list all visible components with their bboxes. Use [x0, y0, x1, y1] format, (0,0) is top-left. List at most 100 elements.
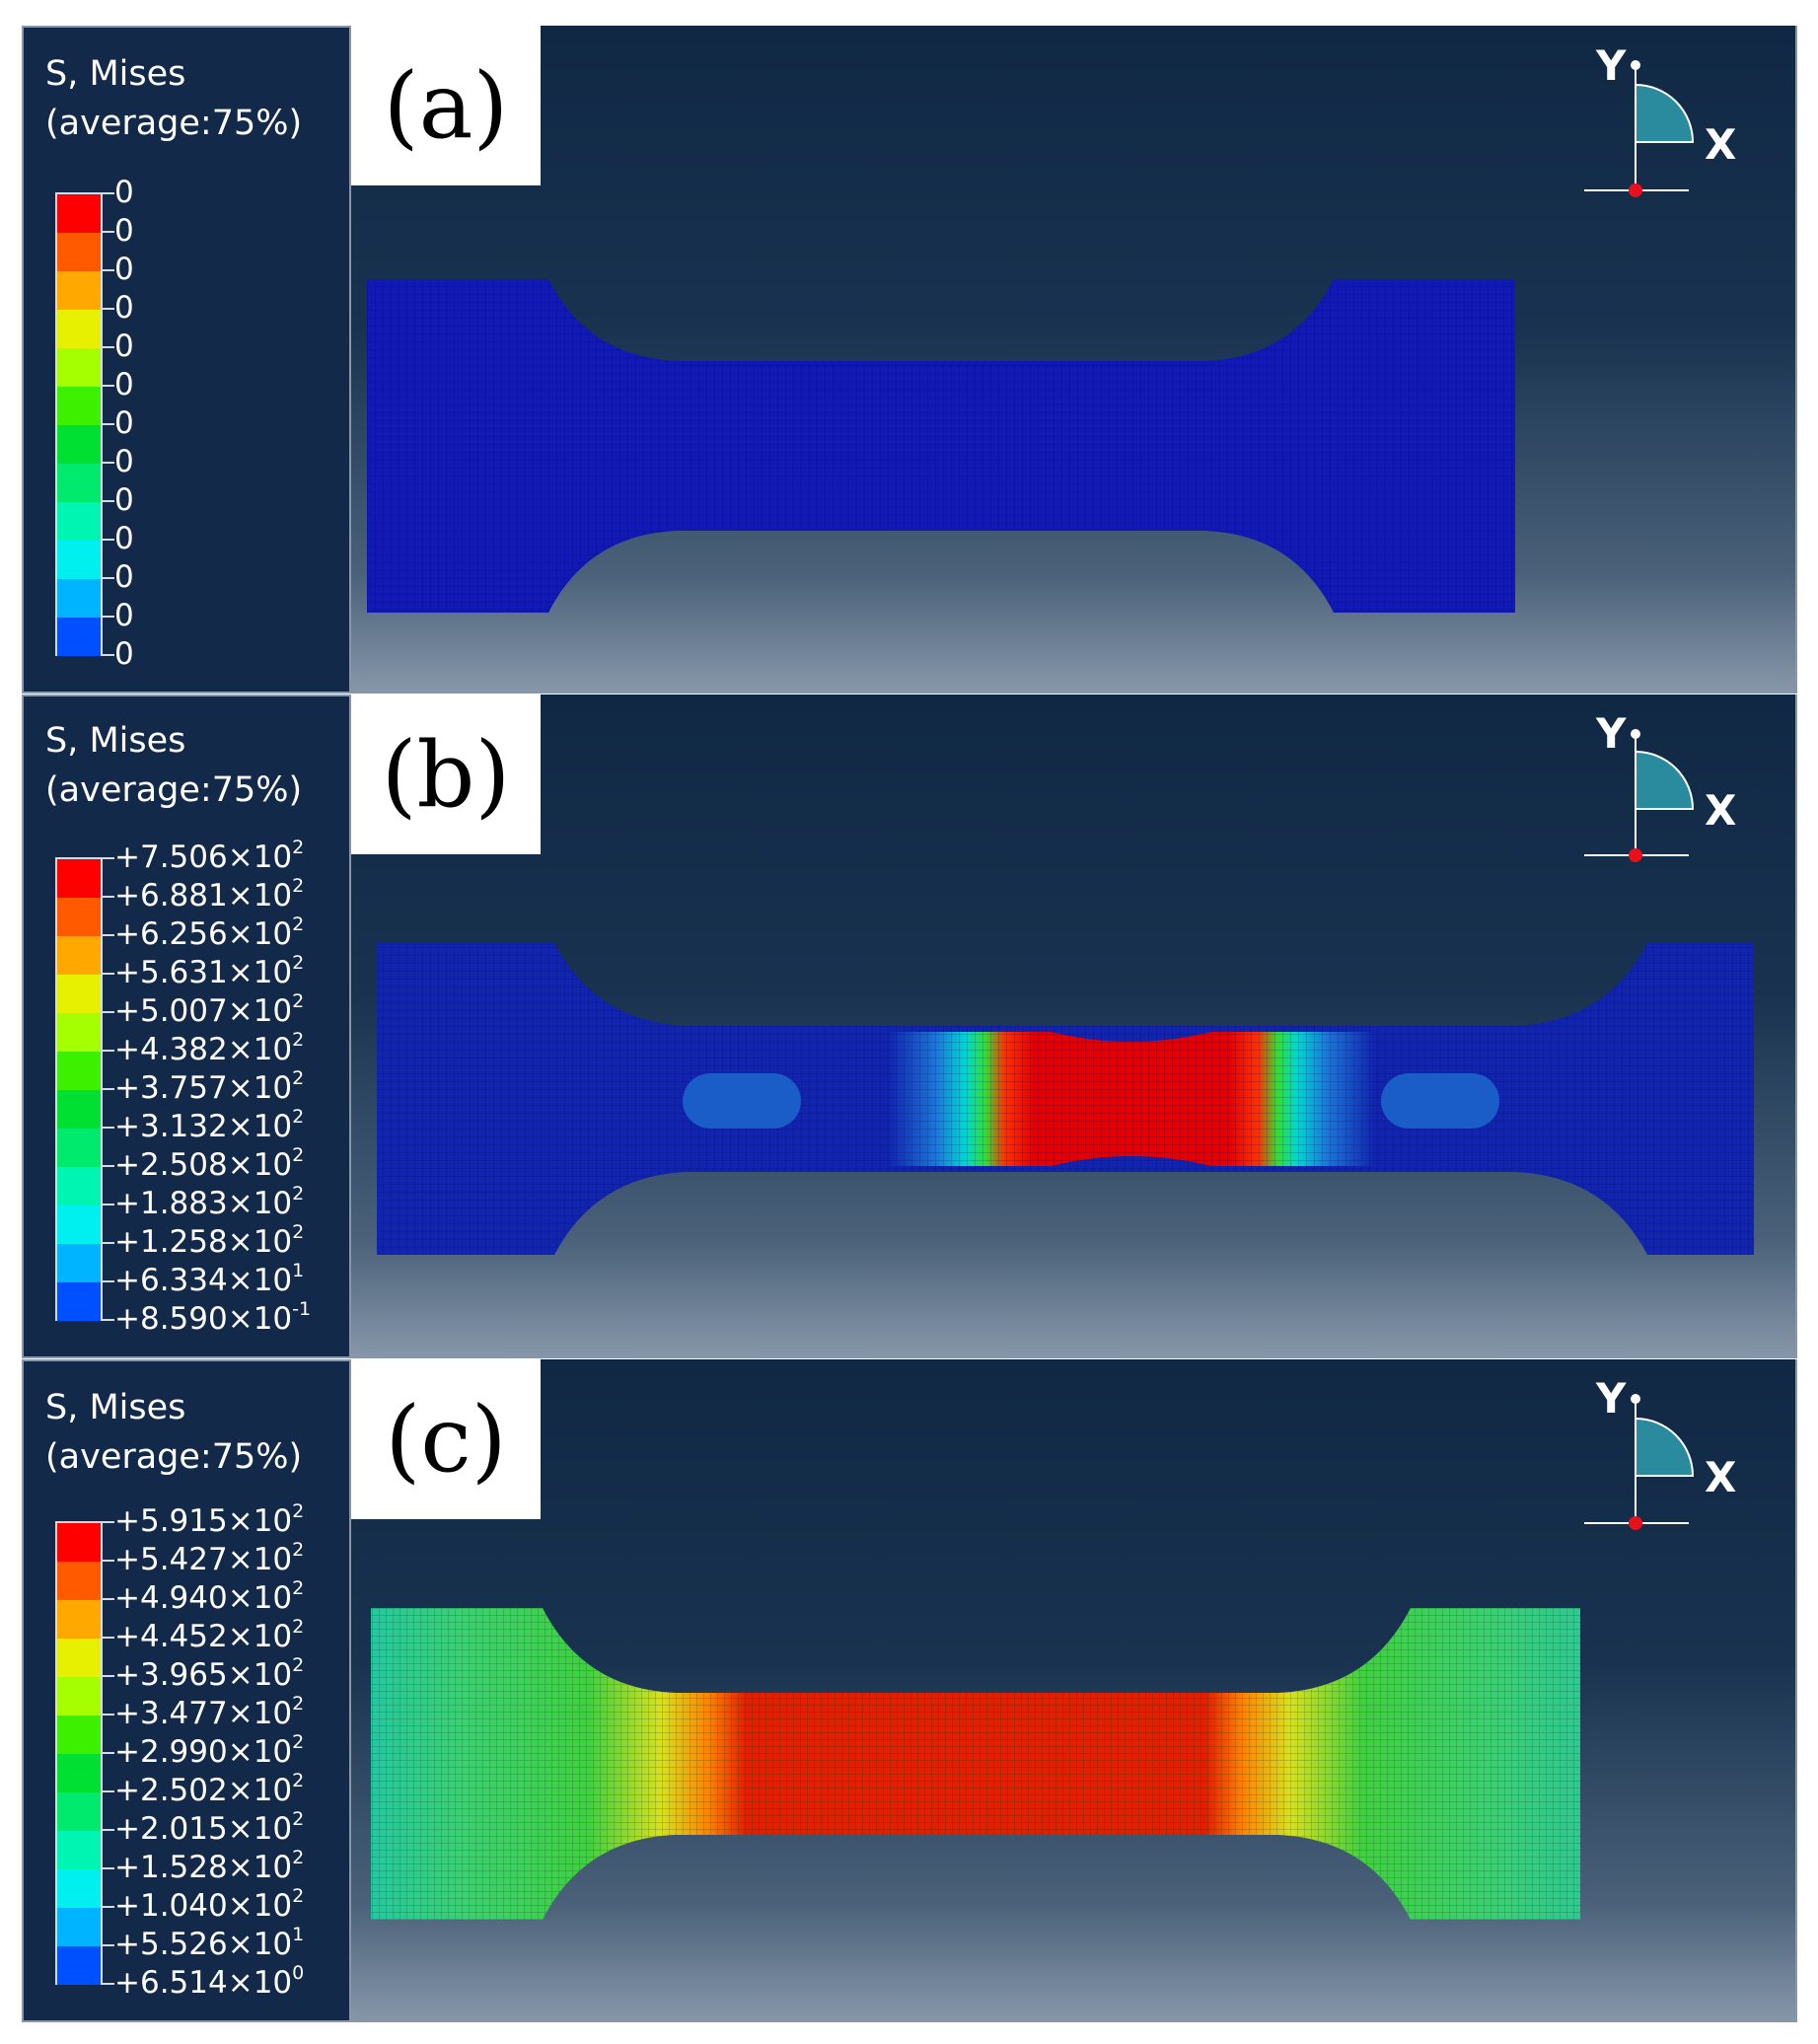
legend-tick [101, 423, 114, 425]
legend-tick-label: 0 [114, 367, 134, 402]
viewport-a: Y X [351, 26, 1797, 694]
legend-subtitle-c: (average:75%) [45, 1437, 303, 1477]
panel-label-a: (a) [351, 26, 541, 185]
legend-tick [101, 1983, 114, 1985]
legend-swatch [57, 1908, 101, 1946]
legend-tick [101, 896, 114, 898]
legend-swatch [57, 1600, 101, 1639]
legend-swatch [57, 1754, 101, 1792]
legend-tick [101, 346, 114, 348]
legend-swatch [57, 541, 101, 579]
color-scale-b [55, 857, 103, 1321]
legend-title-c: S, Mises [45, 1388, 186, 1427]
legend-tick [101, 577, 114, 579]
legend-swatch [57, 1205, 101, 1244]
legend-swatch [57, 1167, 101, 1205]
legend-swatch [57, 310, 101, 348]
legend-tick-label: 0 [114, 559, 134, 595]
legend-tick-label: 0 [114, 444, 134, 479]
legend-tick [101, 1280, 114, 1282]
legend-tick [101, 1906, 114, 1908]
legend-tick-label: +6.514×100 [114, 1962, 305, 2002]
stress-spot-right [1381, 1073, 1499, 1129]
triad-y-label: Y [1595, 41, 1627, 90]
axis-triad-a: Y X [1584, 41, 1736, 197]
color-scale-a [55, 192, 103, 656]
legend-tick [101, 654, 114, 656]
legend-swatch [57, 1869, 101, 1908]
legend-swatch [57, 194, 101, 233]
panel-label-b: (b) [351, 694, 541, 854]
legend-tick [101, 934, 114, 936]
legend-swatch [57, 271, 101, 310]
legend-tick-label: +1.528×102 [114, 1847, 305, 1886]
legend-tick-label: 0 [114, 290, 134, 326]
triad-y-label: Y [1595, 1374, 1627, 1423]
legend-tick-label: +3.132×102 [114, 1106, 305, 1145]
legend-tick-label: +6.334×101 [114, 1260, 305, 1299]
legend-swatch [57, 387, 101, 425]
legend-tick [101, 269, 114, 271]
legend-tick-label: 0 [114, 175, 134, 210]
legend-swatch [57, 348, 101, 387]
legend-swatch [57, 1013, 101, 1052]
legend-swatch [57, 975, 101, 1013]
legend-swatch [57, 618, 101, 656]
legend-tick-label: +5.631×102 [114, 952, 305, 991]
legend-swatch [57, 1792, 101, 1831]
legend-b: S, Mises (average:75%) +7.506×102+6.881×… [22, 694, 351, 1358]
legend-swatch [57, 1831, 101, 1869]
legend-tick-label: +7.506×102 [114, 837, 305, 876]
legend-tick-label: 0 [114, 598, 134, 633]
triad-x-label: X [1705, 1453, 1736, 1501]
axis-triad-b: Y X [1584, 709, 1736, 862]
legend-swatch [57, 1090, 101, 1129]
legend-swatch [57, 1562, 101, 1600]
legend-tick [101, 308, 114, 310]
triad-y-label: Y [1595, 709, 1627, 758]
legend-tick-label: +3.477×102 [114, 1693, 305, 1732]
legend-tick [101, 462, 114, 464]
legend-tick-label: 0 [114, 482, 134, 518]
legend-tick-label: +1.040×102 [114, 1885, 305, 1925]
legend-tick [101, 1790, 114, 1792]
legend-swatch [57, 502, 101, 541]
legend-tick-label: +4.382×102 [114, 1029, 305, 1068]
legend-tick [101, 1204, 114, 1205]
legend-tick-label: 0 [114, 252, 134, 287]
legend-tick [101, 1714, 114, 1716]
legend-swatch [57, 1523, 101, 1562]
legend-tick [101, 1598, 114, 1600]
legend-tick [101, 1675, 114, 1677]
legend-tick [101, 1867, 114, 1869]
legend-tick [101, 1560, 114, 1562]
legend-title-a: S, Mises [45, 54, 186, 94]
legend-swatch [57, 233, 101, 271]
legend-tick-label: 0 [114, 405, 134, 441]
legend-tick-label: +5.915×102 [114, 1500, 305, 1540]
legend-tick-label: +3.757×102 [114, 1067, 305, 1107]
legend-swatch [57, 1052, 101, 1090]
legend-subtitle-b: (average:75%) [45, 770, 303, 810]
legend-tick [101, 857, 114, 859]
legend-swatch [57, 1244, 101, 1282]
legend-title-b: S, Mises [45, 721, 186, 761]
legend-tick [101, 500, 114, 502]
legend-swatch [57, 1639, 101, 1677]
viewport-c: Y X [351, 1359, 1797, 2022]
legend-tick-label: +1.258×102 [114, 1221, 305, 1261]
legend-tick-label: +5.526×101 [114, 1924, 305, 1963]
triad-x-label: X [1705, 786, 1736, 835]
legend-swatch [57, 1129, 101, 1167]
panel-c: S, Mises (average:75%) +5.915×102+5.427×… [22, 1359, 1797, 2022]
legend-tick [101, 1829, 114, 1831]
legend-tick-label: +5.427×102 [114, 1539, 305, 1578]
legend-tick-label: +2.502×102 [114, 1770, 305, 1809]
legend-tick [101, 1319, 114, 1321]
legend-tick [101, 1050, 114, 1052]
legend-swatch [57, 936, 101, 975]
legend-tick-label: +5.007×102 [114, 990, 305, 1030]
legend-tick [101, 973, 114, 975]
legend-tick-label: +4.452×102 [114, 1616, 305, 1655]
